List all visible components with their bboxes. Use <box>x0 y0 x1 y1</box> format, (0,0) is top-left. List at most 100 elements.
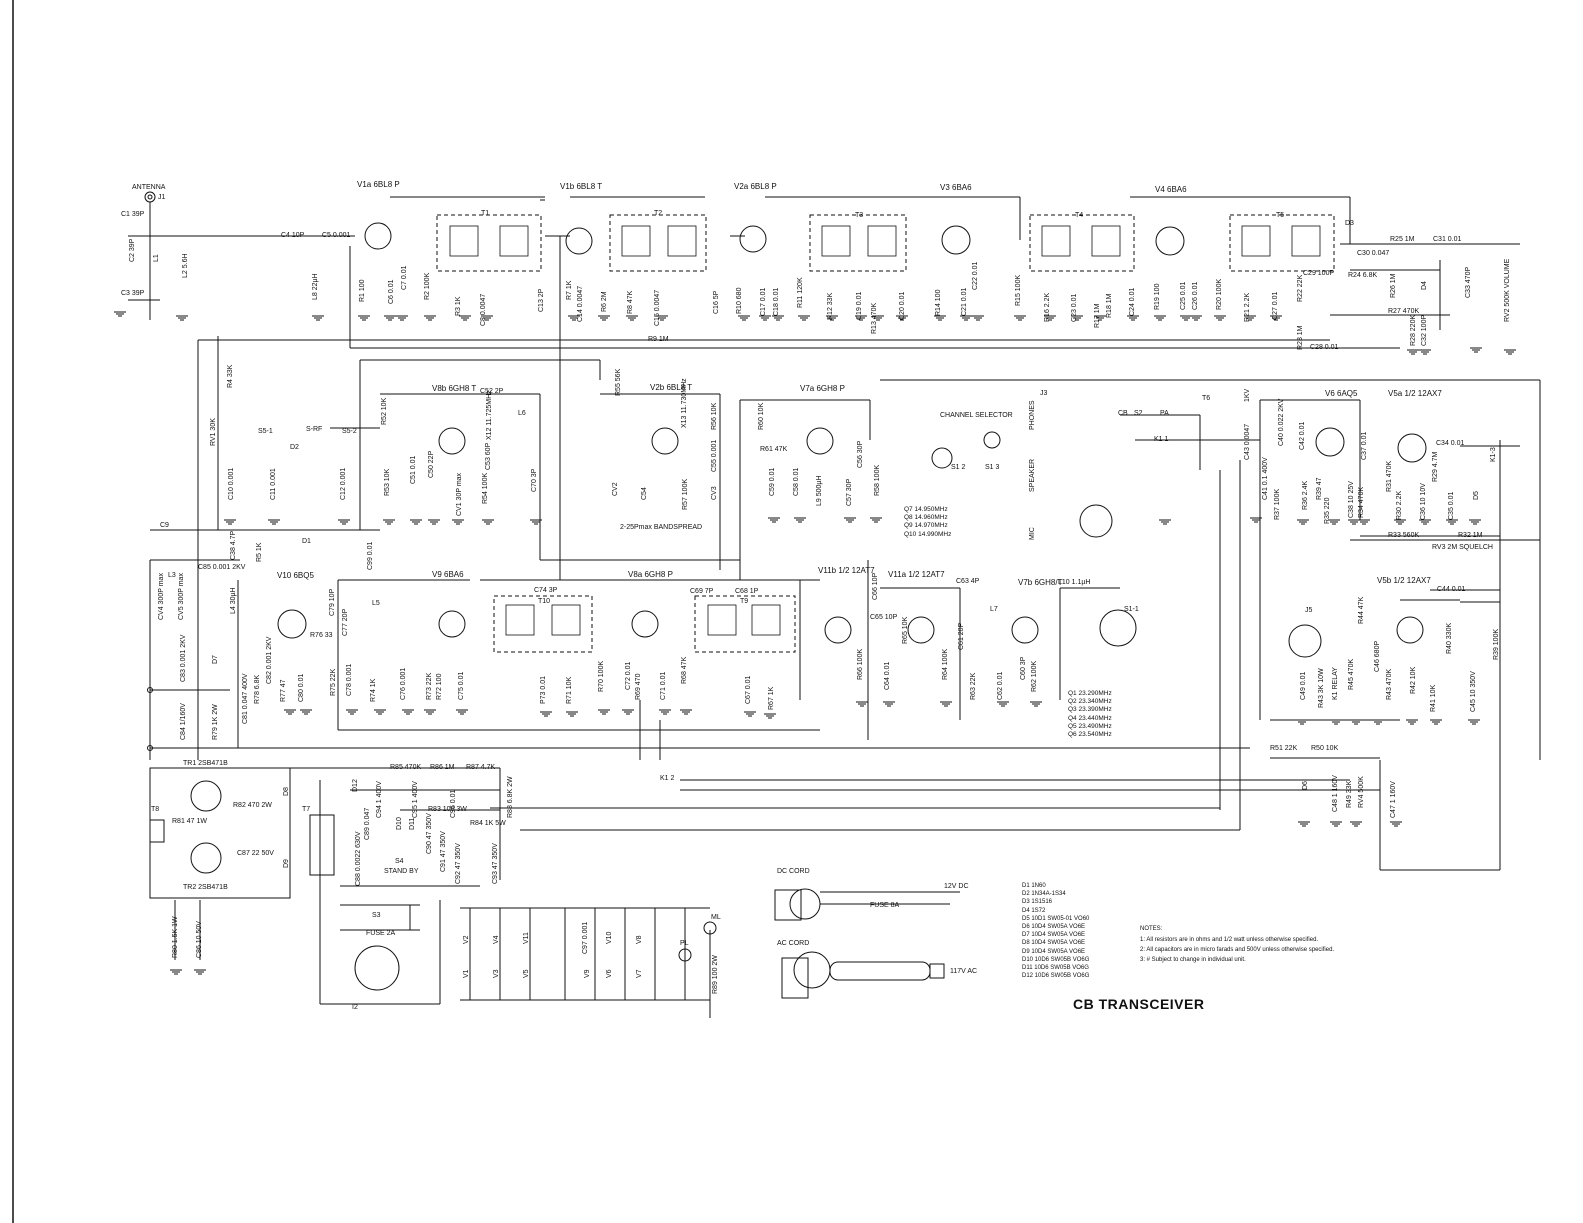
dc-fuse-label: FUSE 8A <box>870 902 900 909</box>
component-r14: R14 100 <box>935 289 942 316</box>
component-x12: X12 11.725MHz <box>486 390 493 440</box>
component-c99: C99 0.01 <box>367 541 374 570</box>
diode-entry: D7 10D4 SW05A VO6E <box>1022 932 1086 939</box>
tube-label-v1b: V1b 6BL8 T <box>560 182 603 191</box>
component-r60: R60 10K <box>758 402 765 430</box>
component-c65: C65 10P <box>870 614 898 621</box>
component-c91: C91 47 350V <box>440 831 447 872</box>
component-d7: D7 <box>212 655 219 664</box>
component-r41: R41 10K <box>1430 684 1437 712</box>
component-s4: S4 <box>395 858 404 865</box>
crystal-q1: Q1 23.290MHz <box>1068 690 1112 697</box>
component-c38: C38 10 25V <box>1348 481 1355 518</box>
component-l7: L7 <box>990 606 998 613</box>
component-c88: C88 0.0022 630V <box>355 831 362 887</box>
component-c1: C1 39P <box>121 211 145 218</box>
dc-voltage-label: 12V DC <box>944 883 969 890</box>
component-r15: R15 100K <box>1015 274 1022 306</box>
component-r12: R12 33K <box>827 292 834 320</box>
component-c49: C49 0.01 <box>1300 671 1307 700</box>
component-c62: C62 0.01 <box>997 671 1004 700</box>
component-tr1: TR1 2SB471B <box>183 760 228 767</box>
component-c47: C47 1 160V <box>1390 781 1397 818</box>
component-r76: R76 33 <box>310 632 333 639</box>
component-r1: R1 100 <box>359 279 366 302</box>
component-cv4: CV4 300P max <box>158 573 165 620</box>
component-c78: C78 0.001 <box>346 663 353 696</box>
component-r10: R10 680 <box>736 287 743 314</box>
component-c67: C67 0.01 <box>745 675 752 704</box>
component-c70: C70 3P <box>531 468 538 492</box>
component-c60: C60 3P <box>1020 656 1027 680</box>
component-r67: R67 1K <box>768 686 775 710</box>
heater-v9: V9 <box>584 969 591 978</box>
component-r70: R70 100K <box>598 660 605 692</box>
component-r20: R20 100K <box>1216 278 1223 310</box>
component-r11: R11 120K <box>797 277 804 308</box>
component-l3: L3 <box>168 572 176 579</box>
component-c17: C17 0.01 <box>760 287 767 316</box>
component-c66: C66 10P <box>872 572 879 600</box>
component-c21: C21 0.01 <box>961 287 968 316</box>
component-c40: C40 0.022 2KV <box>1278 398 1285 446</box>
component-r89: R89 100 2W <box>712 955 719 994</box>
component-c12: C12 0.001 <box>340 467 347 500</box>
component-c44: C44 0.01 <box>1437 586 1466 593</box>
component-c3: C3 39P <box>121 290 145 297</box>
component-tr2: TR2 2SB471B <box>183 884 228 891</box>
component-r56: R56 10K <box>711 402 718 430</box>
component-l10: L10 1.1µH <box>1058 579 1091 586</box>
transformer-t2-label: T2 <box>654 210 663 217</box>
transformer-t4-label: T4 <box>1075 212 1084 219</box>
antenna-jack-label: J1 <box>158 194 166 201</box>
crystal-q7: Q7 14.950MHz <box>904 506 948 513</box>
component-r58: R58 100K <box>874 464 881 496</box>
diode-entry: D1 1N60 <box>1022 883 1046 889</box>
component-c93: C93 47 350V <box>492 843 499 884</box>
component-c20: C20 0.01 <box>899 291 906 320</box>
component-r74: R74 1K <box>370 678 377 702</box>
component-d12: D12 <box>352 779 359 792</box>
component-r26: R26 1M <box>1390 273 1397 298</box>
component-c53: C53 60P <box>485 442 492 470</box>
component-r16: R16 2.2K <box>1044 292 1051 322</box>
component-r34: R34 470K <box>1358 486 1365 518</box>
component-r8: R8 47K <box>627 290 634 314</box>
component-rv4: RV4 500K <box>1358 776 1365 808</box>
component-s5-2: S5-2 <box>342 428 357 435</box>
component-s1-1: S1-1 <box>1124 606 1139 613</box>
component-r5: R5 1K <box>256 542 263 562</box>
component-cv5: CV5 300P max <box>178 573 185 620</box>
component-r9: R9 1M <box>648 336 669 343</box>
component-c42: C42 0.01 <box>1299 421 1306 450</box>
component-mic-label: MIC <box>1029 527 1036 540</box>
tube-label-v11b: V11b 1/2 12AT7 <box>818 566 875 575</box>
component-c59: C59 0.01 <box>769 467 776 496</box>
component-c75: C75 0.01 <box>458 671 465 700</box>
component-c84: C84 1/160V <box>180 703 187 740</box>
crystal-q2: Q2 23.340MHz <box>1068 698 1112 706</box>
component-c48: C48 1 160V <box>1332 775 1339 812</box>
component-l9: L9 500µH <box>816 475 823 507</box>
component-c10: C10 0.001 <box>228 467 235 500</box>
component-c64: C64 0.01 <box>884 661 891 690</box>
component-r18: R18 1M <box>1106 293 1113 318</box>
tube-label-v7b: V7b 6GH8/T <box>1018 578 1063 587</box>
component-r21: R21 2.2K <box>1244 292 1251 322</box>
component-r88: R88 6.8K 2W <box>507 776 514 818</box>
heater-v8: V8 <box>636 935 643 944</box>
diode-entry: D9 10D4 SW05A VO6E <box>1022 948 1086 955</box>
component-c18: C18 0.01 <box>773 287 780 316</box>
tube-label-v7a: V7a 6GH8 P <box>800 384 845 393</box>
component-k1-relay: K1 RELAY <box>1332 667 1339 700</box>
component-c71: C71 0.01 <box>660 671 667 700</box>
component-c72: C72 0.01 <box>625 661 632 690</box>
component-s3: S3 <box>372 912 381 919</box>
component-c52: C52 2P <box>480 388 504 395</box>
component-rv3: RV3 2M SQUELCH <box>1432 544 1493 551</box>
component-c26: C26 0.01 <box>1192 281 1199 310</box>
component-c8: C8 0.0047 <box>480 293 487 326</box>
component-c46: C46 680P <box>1374 640 1381 672</box>
tube-label-v8b: V8b 6GH8 T <box>432 384 477 393</box>
tube-label-v4: V4 6BA6 <box>1155 185 1187 194</box>
